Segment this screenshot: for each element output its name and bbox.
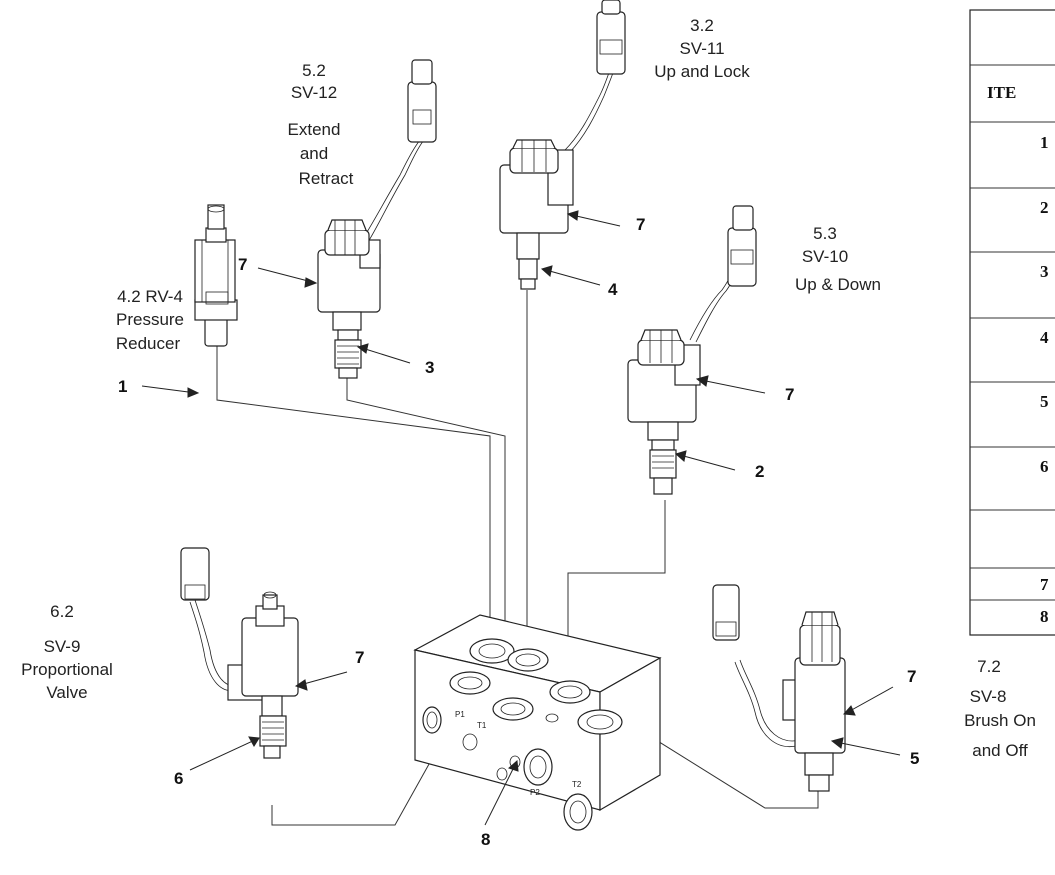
label-sv8-line3: Brush On — [964, 711, 1036, 730]
table-row-7: 7 — [1040, 575, 1049, 594]
callout-numbers: 1 2 3 4 5 6 7 7 7 7 7 8 — [118, 215, 919, 849]
label-sv9-line2: SV-9 — [44, 637, 81, 656]
callout-4: 4 — [608, 280, 618, 299]
label-sv8-line4: and Off — [972, 741, 1028, 760]
label-sv12-line2: SV-12 — [291, 83, 337, 102]
callout-7-sv9: 7 — [355, 648, 364, 667]
callout-arrows — [141, 210, 901, 826]
label-sv11-line1: 3.2 — [690, 16, 714, 35]
label-sv11: 3.2 SV-11 Up and Lock — [654, 16, 750, 81]
callout-7-sv10: 7 — [785, 385, 794, 404]
callout-7-sv12: 7 — [238, 255, 247, 274]
label-sv11-line2: SV-11 — [679, 39, 724, 58]
label-sv10: 5.3 SV-10 Up & Down — [795, 224, 881, 294]
label-sv10-line2: SV-10 — [802, 247, 848, 266]
table-row-3: 3 — [1040, 262, 1049, 281]
solenoid-valve-sv10 — [627, 205, 757, 495]
label-sv9: 6.2 SV-9 Proportional Valve — [21, 602, 113, 702]
label-sv12-line1: 5.2 — [302, 61, 326, 80]
label-rv4-line3: Reducer — [116, 334, 181, 353]
table-row-8: 8 — [1040, 607, 1049, 626]
callout-6: 6 — [174, 769, 183, 788]
port-label-p1: P1 — [455, 710, 465, 719]
table-row-2: 2 — [1040, 198, 1049, 217]
label-sv10-line1: 5.3 — [813, 224, 837, 243]
port-label-p2: P2 — [530, 788, 540, 797]
port-label-t1: T1 — [477, 721, 487, 730]
callout-8: 8 — [481, 830, 490, 849]
label-sv12: 5.2 SV-12 Extend and Retract — [288, 61, 354, 188]
label-sv12-line3: Extend — [288, 120, 341, 139]
callout-1: 1 — [118, 377, 127, 396]
label-sv10-line3: Up & Down — [795, 275, 881, 294]
solenoid-valve-sv8 — [712, 584, 846, 792]
solenoid-valve-sv11 — [499, 0, 626, 290]
label-sv9-line3: Proportional — [21, 660, 113, 679]
callout-7-sv11: 7 — [636, 215, 645, 234]
callout-3: 3 — [425, 358, 434, 377]
label-sv11-line3: Up and Lock — [654, 62, 750, 81]
solenoid-valve-sv9 — [180, 547, 299, 759]
manifold-block: P1 T1 P2 T2 — [413, 614, 662, 831]
table-row-6: 6 — [1040, 457, 1049, 476]
label-sv12-line4: and — [300, 144, 328, 163]
label-sv8: 7.2 SV-8 Brush On and Off — [964, 657, 1036, 760]
label-rv4-line2: Pressure — [116, 310, 184, 329]
label-rv4: 4.2 RV-4 Pressure Reducer — [116, 287, 184, 353]
callout-5: 5 — [910, 749, 919, 768]
label-rv4-line1: 4.2 RV-4 — [117, 287, 183, 306]
label-sv8-line1: 7.2 — [977, 657, 1001, 676]
connection-lines — [216, 290, 819, 826]
manifold-ports: P1 T1 P2 T2 — [422, 638, 623, 831]
table-row-1: 1 — [1040, 133, 1049, 152]
table-row-4: 4 — [1040, 328, 1049, 347]
port-label-t2: T2 — [572, 780, 582, 789]
label-sv9-line4: Valve — [46, 683, 87, 702]
table-row-5: 5 — [1040, 392, 1049, 411]
pressure-reducer-valve — [194, 204, 238, 347]
parts-table: ITE 1 2 3 4 5 6 7 8 — [969, 9, 1055, 636]
solenoid-valve-sv12 — [317, 59, 437, 379]
table-header: ITE — [987, 83, 1016, 102]
label-sv12-line5: Retract — [299, 169, 354, 188]
callout-7-sv8: 7 — [907, 667, 916, 686]
label-sv8-line2: SV-8 — [970, 687, 1007, 706]
label-sv9-line1: 6.2 — [50, 602, 74, 621]
callout-2: 2 — [755, 462, 764, 481]
